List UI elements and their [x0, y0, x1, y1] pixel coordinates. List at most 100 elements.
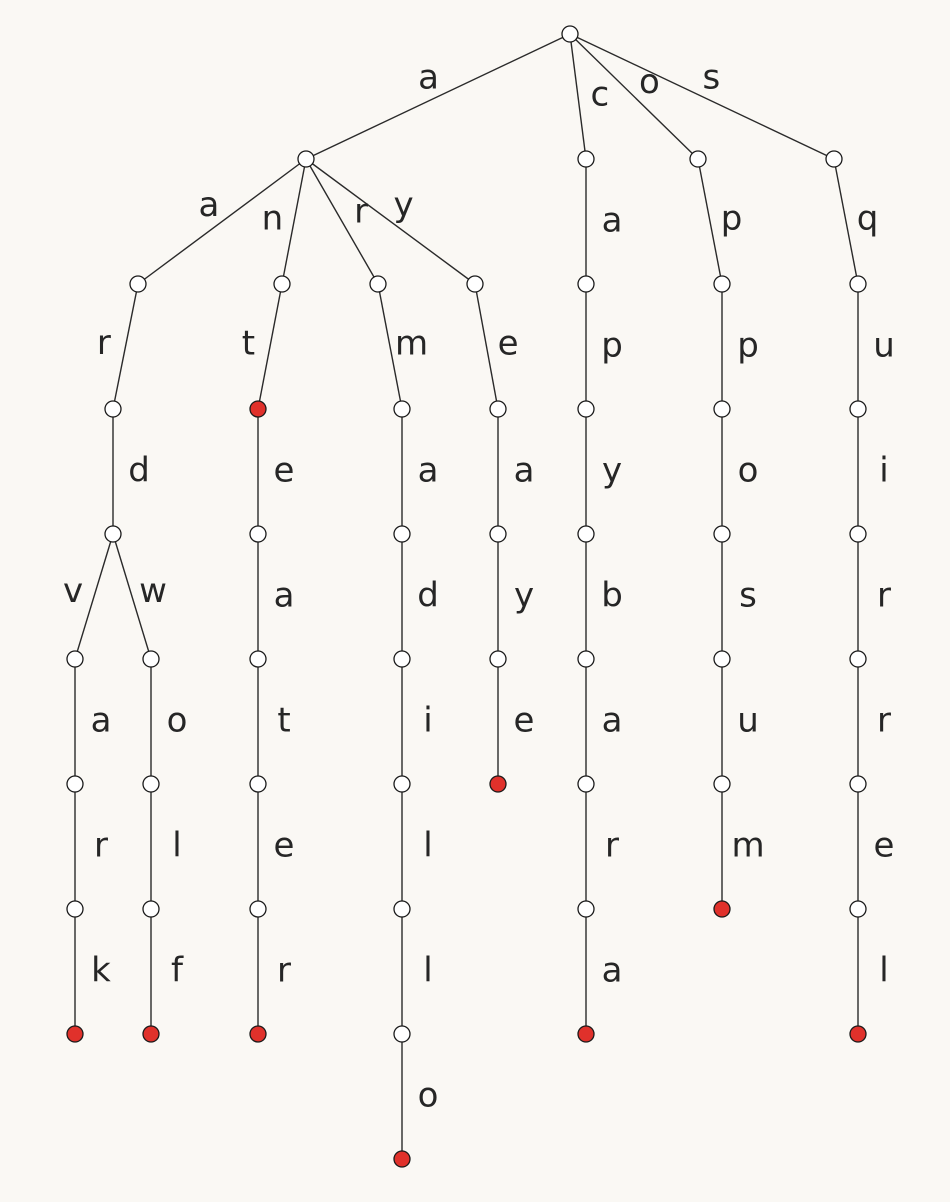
trie-node — [577, 650, 595, 668]
edge-label: y — [514, 576, 534, 616]
terminal-node — [142, 1025, 160, 1043]
edge-label: s — [703, 58, 721, 98]
trie-node — [466, 275, 484, 293]
trie-node — [577, 400, 595, 418]
edge-label: v — [63, 571, 83, 611]
terminal-node — [849, 1025, 867, 1043]
node-layer — [66, 25, 867, 1168]
edge-label: u — [737, 701, 759, 741]
edge-label: d — [128, 451, 150, 491]
terminal-node — [393, 1150, 411, 1168]
trie-node — [577, 900, 595, 918]
edge-label: r — [877, 701, 891, 741]
edge-label: e — [498, 324, 519, 364]
trie-node — [849, 650, 867, 668]
edge-label: l — [423, 826, 432, 866]
trie-node — [393, 650, 411, 668]
edge-label: u — [873, 326, 895, 366]
trie-node — [297, 150, 315, 168]
trie-edge — [112, 533, 152, 660]
terminal-node — [249, 400, 267, 418]
edge-label: r — [877, 576, 891, 616]
terminal-node — [577, 1025, 595, 1043]
edge-label: e — [874, 826, 895, 866]
trie-node — [142, 900, 160, 918]
trie-node — [104, 400, 122, 418]
trie-node — [689, 150, 707, 168]
edge-label: f — [171, 951, 184, 991]
edge-label: m — [395, 323, 428, 363]
edge-label: l — [879, 951, 888, 991]
trie-edge — [569, 33, 835, 160]
trie-node — [273, 275, 291, 293]
edge-label: a — [274, 576, 295, 616]
trie-node — [489, 525, 507, 543]
trie-edge — [137, 158, 307, 285]
edge-label: o — [418, 1076, 439, 1116]
trie-node — [713, 650, 731, 668]
trie-node — [104, 525, 122, 543]
edge-label: a — [418, 58, 439, 98]
edge-label: t — [277, 701, 290, 741]
edge-label: r — [354, 192, 368, 232]
trie-node — [577, 775, 595, 793]
edge-label: c — [590, 75, 609, 115]
trie-node — [489, 400, 507, 418]
trie-node — [849, 775, 867, 793]
trie-node — [713, 525, 731, 543]
trie-node — [66, 650, 84, 668]
trie-node — [849, 400, 867, 418]
edge-label: w — [139, 571, 167, 611]
trie-node — [577, 150, 595, 168]
trie-node — [249, 650, 267, 668]
trie-edge — [474, 283, 499, 410]
edge-label: a — [418, 451, 439, 491]
edge-label: q — [857, 198, 879, 238]
edge-label: e — [274, 826, 295, 866]
trie-node — [849, 900, 867, 918]
trie-edge — [305, 158, 476, 285]
trie-edge — [305, 158, 379, 285]
edge-label: l — [172, 826, 181, 866]
trie-edge — [74, 533, 114, 660]
trie-node — [393, 900, 411, 918]
trie-node — [577, 525, 595, 543]
edge-layer — [74, 33, 859, 1159]
trie-node — [66, 900, 84, 918]
trie-node — [713, 275, 731, 293]
trie-node — [142, 650, 160, 668]
trie-node — [561, 25, 579, 43]
trie-node — [142, 775, 160, 793]
trie-node — [849, 275, 867, 293]
edge-label: e — [274, 451, 295, 491]
edge-label: r — [97, 323, 111, 363]
edge-label: l — [423, 951, 432, 991]
terminal-node — [66, 1025, 84, 1043]
trie-node — [825, 150, 843, 168]
edge-label: a — [91, 701, 112, 741]
trie-edge — [305, 33, 571, 160]
edge-label: e — [514, 701, 535, 741]
trie-edge — [257, 283, 283, 410]
edge-label: b — [601, 576, 623, 616]
edge-label: a — [514, 451, 535, 491]
edge-label: n — [262, 198, 284, 238]
trie-node — [577, 275, 595, 293]
edge-label: a — [602, 201, 623, 241]
trie-node — [249, 775, 267, 793]
edge-label: d — [417, 576, 439, 616]
trie-node — [713, 400, 731, 418]
trie-node — [849, 525, 867, 543]
edge-label: p — [737, 326, 759, 366]
trie-edge — [112, 283, 139, 410]
terminal-node — [249, 1025, 267, 1043]
edge-label: i — [423, 701, 432, 741]
trie-node — [249, 900, 267, 918]
trie-edge — [377, 283, 403, 410]
edge-label: a — [198, 185, 219, 225]
edge-label: a — [602, 701, 623, 741]
trie-edge — [569, 33, 587, 160]
trie-node — [66, 775, 84, 793]
